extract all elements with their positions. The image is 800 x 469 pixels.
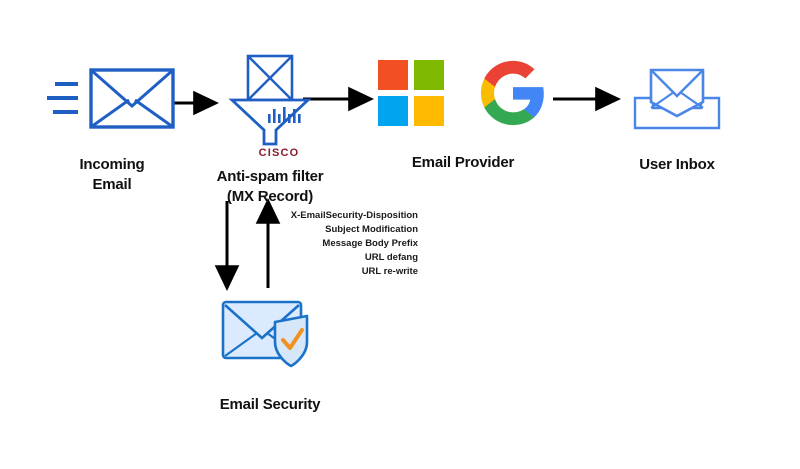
inbox-envelope-fold-left: [650, 91, 675, 109]
google-arc-green: [484, 99, 535, 126]
node-incoming-email: Incoming Email: [38, 62, 186, 195]
provider-logos: [378, 58, 548, 133]
inbox-envelope-fold-right: [679, 91, 704, 109]
google-arc-yellow: [480, 78, 496, 108]
action-item-3: URL defang: [364, 252, 418, 263]
action-item-1: Subject Modification: [325, 224, 418, 235]
node-label-user-inbox: User Inbox: [639, 156, 715, 173]
google-logo-icon: [478, 58, 548, 133]
security-envelope-flap: [224, 304, 300, 340]
cisco-funnel-filter-icon: CISCO: [220, 52, 320, 159]
ms-square-blue: [378, 96, 408, 126]
google-arc-blue: [513, 87, 544, 118]
ms-square-red: [378, 60, 408, 90]
envelope-fold-right: [134, 98, 174, 129]
node-label-incoming-email: Incoming Email: [79, 156, 145, 193]
check-icon: [281, 328, 304, 350]
email-security-actions-list: X-EmailSecurity-Disposition Subject Modi…: [193, 209, 418, 279]
node-label-anti-spam-filter: Anti-spam filter (MX Record): [216, 168, 324, 205]
action-item-4: URL re-write: [361, 266, 418, 277]
action-item-2: Message Body Prefix: [322, 238, 418, 249]
google-arc-red: [484, 60, 535, 87]
node-user-inbox: User Inbox: [614, 60, 740, 175]
envelope-incoming-icon: [47, 62, 177, 139]
node-email-provider: Email Provider: [372, 58, 554, 173]
ms-square-green: [414, 60, 444, 90]
envelope-fold-left: [90, 98, 130, 129]
shield-icon: [273, 314, 309, 368]
microsoft-logo-icon: [378, 60, 444, 131]
node-label-email-provider: Email Provider: [411, 154, 515, 171]
security-envelope-fold-left: [224, 332, 258, 357]
filter-envelope-x2: [247, 55, 293, 101]
node-label-email-security: Email Security: [219, 396, 321, 413]
ms-square-yellow: [414, 96, 444, 126]
envelope-flap: [90, 68, 174, 108]
cisco-wordmark: CISCO: [258, 147, 300, 159]
inbox-envelope-flap: [650, 69, 704, 98]
node-anti-spam-filter: CISCO Anti-spam filter (MX Record): [186, 52, 354, 207]
inbox-tray-envelope-icon: [627, 60, 727, 137]
envelope-shield-check-icon: [215, 296, 325, 379]
action-item-0: X-EmailSecurity-Disposition: [290, 210, 418, 221]
node-email-security: Email Security: [186, 296, 354, 415]
cisco-bridge-icon: [268, 107, 301, 123]
